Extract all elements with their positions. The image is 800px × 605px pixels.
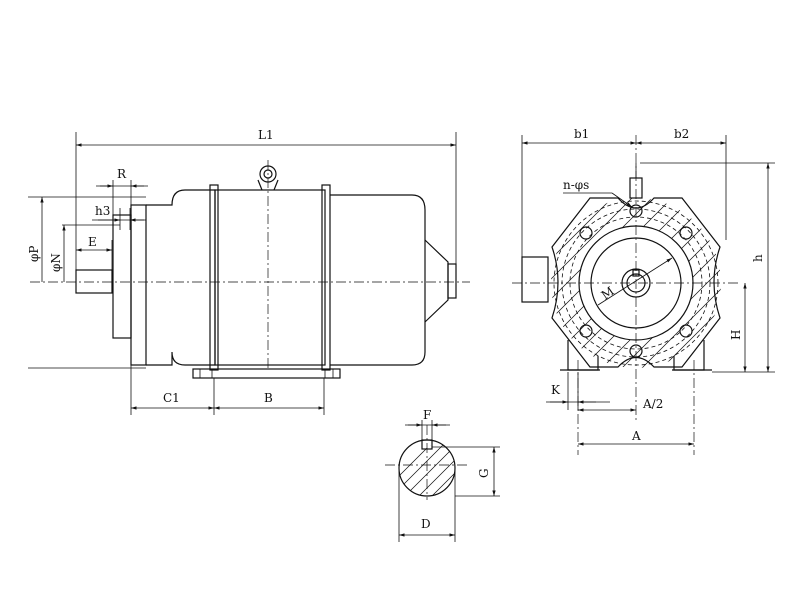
label-l1: L1 (258, 128, 274, 142)
label-k: K (551, 383, 561, 397)
motor-housing (214, 189, 326, 366)
frame-band-right (321, 184, 331, 371)
bolt-hole (679, 324, 693, 338)
label-a-half: A/2 (642, 397, 663, 411)
label-n-phi-s: n-φs (563, 178, 589, 192)
bolt-hole (679, 226, 693, 240)
label-a: A (631, 429, 641, 443)
shaft (75, 269, 113, 294)
shaft-section-view: F G D (385, 408, 500, 542)
label-g: G (477, 468, 491, 478)
front-view: b1 b2 n-φs M h H K A/2 A (512, 127, 775, 455)
label-h3: h3 (95, 204, 110, 218)
terminal-box (521, 256, 549, 303)
label-r: R (117, 167, 127, 181)
label-f: F (423, 408, 431, 422)
side-view: L1 R h3 E φP φN C1 B (27, 128, 470, 415)
rear-shaft-end (447, 263, 457, 299)
label-phi-p: φP (27, 246, 41, 262)
label-phi-n: φN (49, 253, 63, 272)
bolt-hole (579, 226, 593, 240)
label-e: E (88, 235, 97, 249)
label-b: B (264, 391, 273, 405)
label-d: D (421, 517, 431, 531)
label-c1: C1 (163, 391, 180, 405)
bolt-hole (579, 324, 593, 338)
fan-cowl (424, 239, 449, 323)
front-end-bell (146, 189, 216, 366)
label-m: M (599, 284, 617, 303)
label-h-upper: H (729, 330, 743, 340)
frame-band-left (209, 184, 219, 371)
label-b2: b2 (674, 127, 689, 141)
front-flange-outline (551, 197, 721, 368)
label-h-lower: h (751, 254, 765, 262)
rear-housing (330, 194, 426, 366)
mount-foot (192, 368, 341, 379)
flange-hub (130, 204, 147, 366)
mount-flange (112, 214, 132, 339)
label-b1: b1 (574, 127, 589, 141)
